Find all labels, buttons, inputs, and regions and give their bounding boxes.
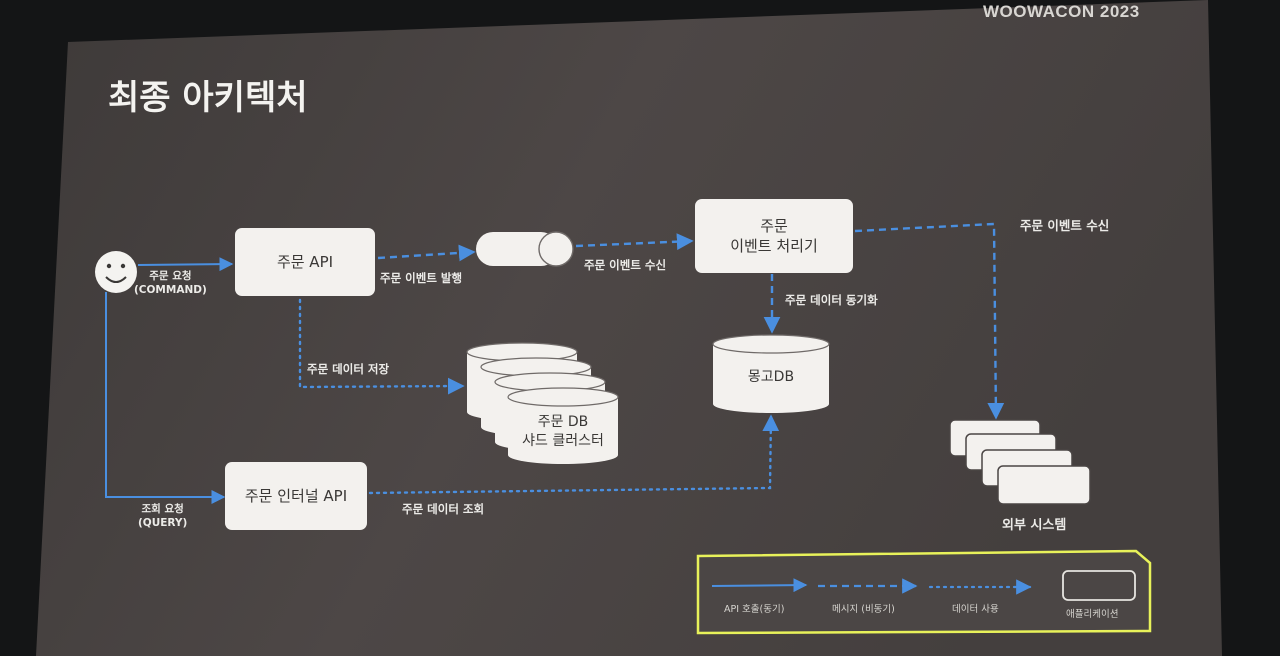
legend-panel xyxy=(696,549,1152,635)
order-db-shard-icon xyxy=(466,342,619,464)
event-receive-label: 주문 이벤트 수신 xyxy=(584,258,667,272)
legend-solid-arrow xyxy=(711,578,808,593)
event-publish-label: 주문 이벤트 발행 xyxy=(380,271,463,285)
order-db-label: 주문 DB 샤드 클러스터 xyxy=(508,413,618,451)
user-smiley-icon xyxy=(95,251,137,293)
legend-api-call-label: API 호출(동기) xyxy=(724,604,785,615)
order-api-label: 주문 API xyxy=(276,252,334,271)
order-internal-api-label: 주문 인터널 API xyxy=(244,486,348,505)
external-system-icon xyxy=(949,419,1091,505)
order-request-arrow xyxy=(137,257,234,272)
order-api-box: 주문 API xyxy=(235,228,375,296)
order-request-label-1: 주문 요청 xyxy=(149,270,192,282)
brand-logo: WOOWACON 2023 xyxy=(983,2,1140,21)
order-db-label-2: 샤드 클러스터 xyxy=(522,432,604,449)
event-receive-arrow xyxy=(575,233,694,251)
query-request-label-2: (QUERY) xyxy=(138,516,188,529)
event-processor-box: 주문 이벤트 처리기 xyxy=(695,199,853,273)
data-sync-label: 주문 데이터 동기화 xyxy=(785,293,878,307)
query-request-arrow xyxy=(105,292,226,504)
mongo-db-icon xyxy=(712,334,830,413)
event-processor-label-2: 이벤트 처리기 xyxy=(730,237,818,255)
event-processor-label-1: 주문 xyxy=(760,216,788,235)
data-query-label: 주문 데이터 조회 xyxy=(402,502,485,516)
legend-data-use-label: 데이터 사용 xyxy=(952,604,999,615)
legend-message-label: 메시지 (비동기) xyxy=(832,604,895,615)
order-request-label-2: (COMMAND) xyxy=(134,283,207,296)
slide-title: 최종 아키텍처 xyxy=(108,78,308,118)
legend-application-icon xyxy=(1062,570,1136,601)
external-event-arrow xyxy=(854,222,1005,420)
data-store-arrow xyxy=(298,298,465,395)
external-event-receive-label: 주문 이벤트 수신 xyxy=(1020,218,1110,233)
query-request-label-1: 조회 요청 xyxy=(141,503,184,515)
query-request-label: 조회 요청 (QUERY) xyxy=(138,503,187,530)
legend-application-label: 애플리케이션 xyxy=(1066,609,1119,620)
order-request-label: 주문 요청 (COMMAND) xyxy=(134,270,207,297)
order-db-label-1: 주문 DB xyxy=(537,414,589,430)
external-system-label: 외부 시스템 xyxy=(1002,518,1067,533)
order-internal-api-box: 주문 인터널 API xyxy=(225,462,367,530)
event-publish-arrow xyxy=(377,244,476,262)
data-store-label: 주문 데이터 저장 xyxy=(307,362,390,376)
mongo-db-label: 몽고DB xyxy=(747,369,795,385)
message-queue-icon xyxy=(476,231,574,267)
data-query-arrow xyxy=(368,414,780,495)
